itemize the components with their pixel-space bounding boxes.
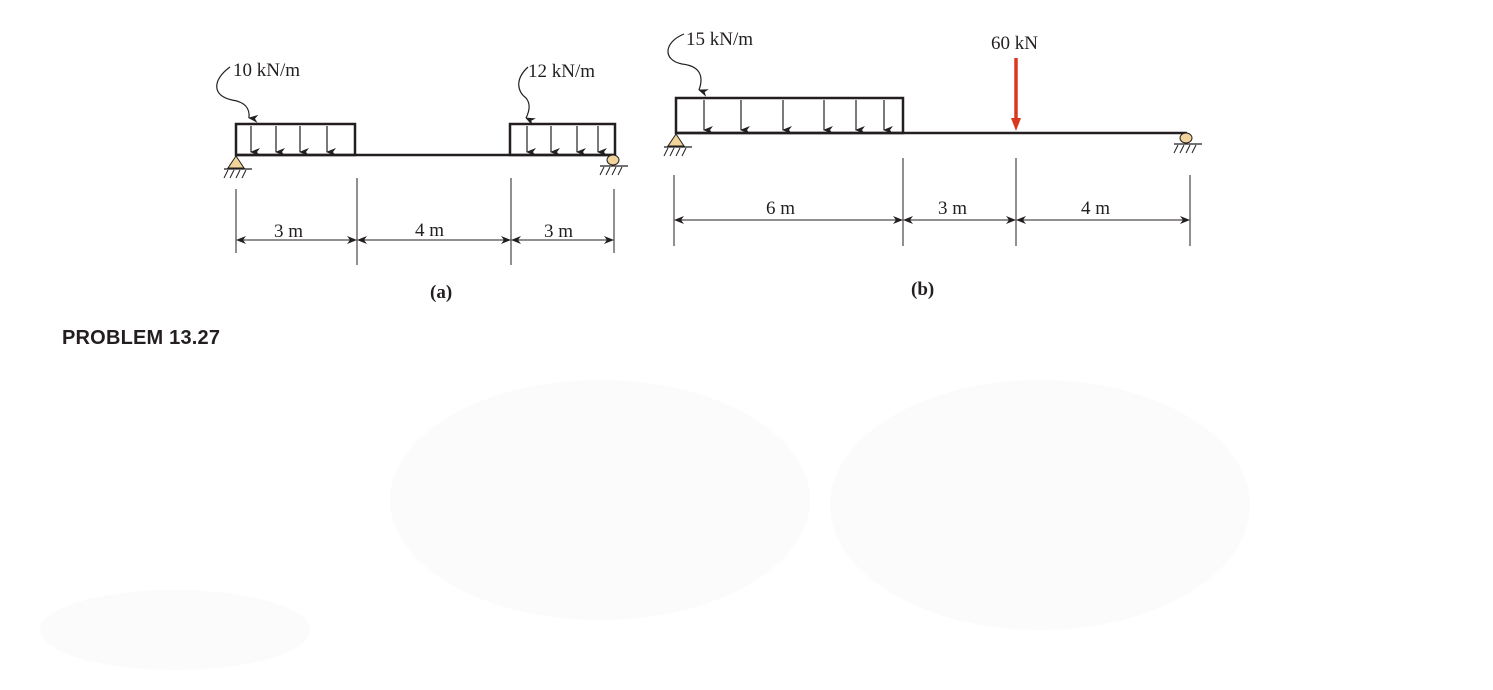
background-smudge bbox=[390, 380, 810, 620]
leader-curve-b1 bbox=[667, 33, 709, 97]
dimension-label-a2: 4 m bbox=[415, 220, 444, 241]
roller-support-a bbox=[599, 154, 628, 176]
pin-support-a bbox=[223, 155, 252, 179]
background-smudge bbox=[40, 590, 310, 670]
leader-curve-a2 bbox=[518, 66, 536, 126]
dimension-label-b2: 3 m bbox=[938, 198, 967, 219]
caption-a: (a) bbox=[430, 282, 452, 303]
leader-curve-a1 bbox=[216, 66, 259, 123]
caption-b: (b) bbox=[911, 279, 934, 300]
load-label-b2: 60 kN bbox=[991, 33, 1038, 54]
distributed-load-b1 bbox=[674, 96, 905, 135]
pin-support-b bbox=[663, 133, 692, 157]
dimension-label-b1: 6 m bbox=[766, 198, 795, 219]
dimension-lines-b bbox=[673, 158, 1191, 246]
figure-b: 15 kN/m 60 kN 6 m 3 bbox=[663, 29, 1202, 300]
load-label-b1: 15 kN/m bbox=[686, 29, 753, 50]
background-smudge bbox=[830, 380, 1250, 630]
figure-a: 10 kN/m 12 kN/m bbox=[216, 60, 628, 303]
load-label-a1: 10 kN/m bbox=[233, 60, 300, 81]
dimension-label-b3: 4 m bbox=[1081, 198, 1110, 219]
dimension-label-a3: 3 m bbox=[544, 221, 573, 242]
distributed-load-a2 bbox=[508, 122, 617, 157]
problem-label: PROBLEM 13.27 bbox=[62, 327, 221, 349]
load-label-a2: 12 kN/m bbox=[528, 61, 595, 82]
roller-support-b bbox=[1173, 132, 1202, 154]
dimension-label-a1: 3 m bbox=[274, 221, 303, 242]
point-load-b bbox=[1011, 58, 1021, 131]
distributed-load-a1 bbox=[234, 122, 357, 157]
dimension-lines-a bbox=[235, 178, 615, 265]
